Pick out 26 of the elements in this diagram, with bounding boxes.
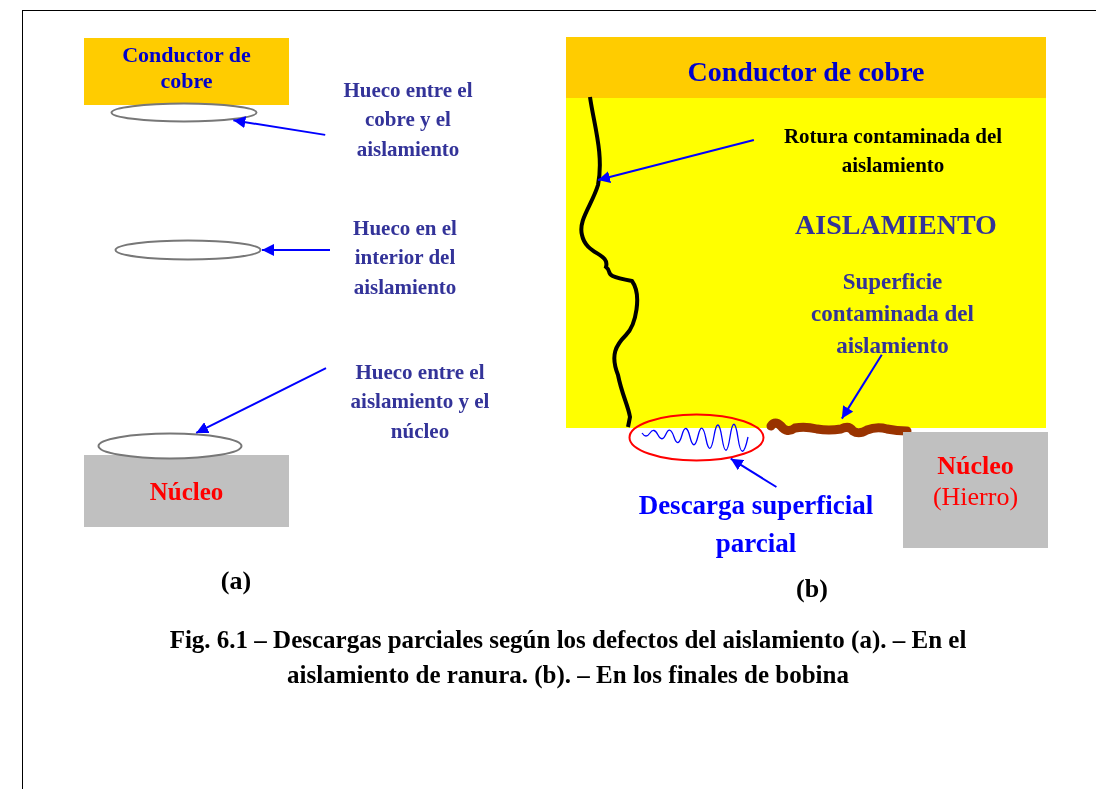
figure-caption: Fig. 6.1 – Descargas parciales según los defectos del aislamiento (a). – En el aislamiento de ranura. (b). – En los finales de bobina: [168, 625, 968, 691]
core-material: (Hierro): [931, 481, 1020, 513]
callout-text: Descarga superficial parcial: [637, 489, 875, 560]
insulation-layer: [566, 98, 1046, 428]
panel-label: (b): [795, 573, 829, 605]
callout-text: Rotura contaminada del aislamiento: [782, 123, 1004, 180]
callout-text: Superficie contaminada del aislamiento: [810, 268, 975, 361]
iron-core: [84, 455, 289, 527]
layer-label: Conductor de cobre: [121, 42, 252, 95]
iron-core: [903, 432, 1048, 548]
callout-text: Hueco entre el cobre y el aislamiento: [342, 77, 474, 163]
leader-arrow: [232, 116, 327, 136]
core-title: Núcleo: [936, 450, 1015, 482]
layer-label: Conductor de cobre: [686, 55, 926, 89]
callout-text: Hueco entre el aislamiento y el núcleo: [349, 359, 491, 445]
callout-text: Hueco en el interior del aislamiento: [352, 215, 458, 301]
layer-label: AISLAMIENTO: [794, 208, 998, 242]
leader-arrow: [597, 139, 755, 183]
copper-conductor: [566, 37, 1046, 98]
leader-arrow: [840, 353, 883, 420]
copper-conductor: [84, 38, 289, 105]
leader-arrow: [195, 367, 327, 434]
leader-arrow: [729, 457, 778, 488]
layer-label: Núcleo: [148, 477, 225, 507]
panel-label: (a): [219, 565, 253, 597]
leader-arrow: [261, 243, 331, 256]
